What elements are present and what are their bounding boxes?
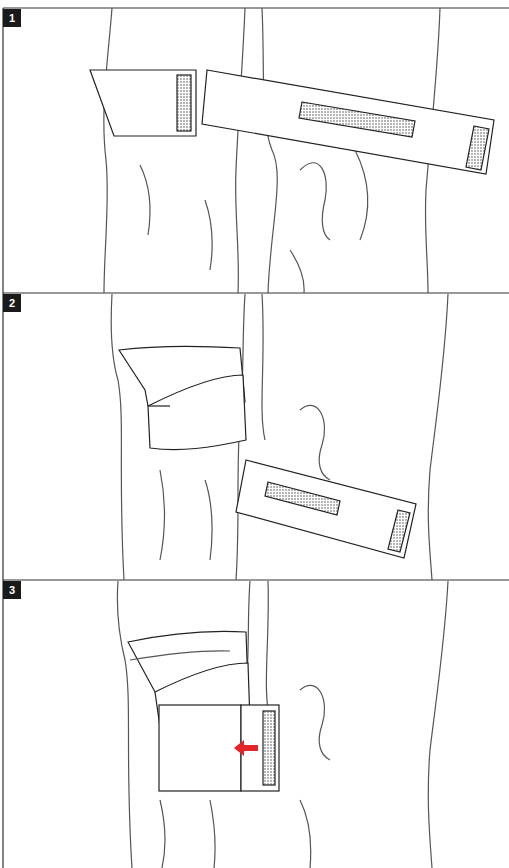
leg-outline xyxy=(262,294,265,440)
leg-outline xyxy=(111,294,124,580)
knee-line xyxy=(140,165,150,235)
leg-outline xyxy=(104,8,112,293)
frame-line xyxy=(3,579,509,580)
velcro-patch xyxy=(466,126,489,170)
knee-line xyxy=(300,800,311,868)
leg-outline xyxy=(428,581,448,868)
knee-line xyxy=(300,405,330,480)
wrap-edge xyxy=(130,651,230,660)
panel-one xyxy=(90,8,494,293)
leg-outline xyxy=(117,581,132,868)
knee-line xyxy=(205,200,212,270)
knee-line xyxy=(355,150,368,240)
strap xyxy=(90,70,196,136)
strap xyxy=(159,705,241,791)
knee-line xyxy=(300,163,330,240)
wrap-layer xyxy=(148,375,246,450)
frame-line xyxy=(3,7,509,8)
step-number: 1 xyxy=(3,9,21,27)
leg-outline xyxy=(266,581,270,720)
knee-line xyxy=(160,470,165,560)
strap xyxy=(236,460,416,558)
leg-outline xyxy=(236,8,245,293)
panel-two xyxy=(111,294,448,580)
step-number: 3 xyxy=(3,581,21,599)
knee-line xyxy=(205,480,212,560)
step-number: 2 xyxy=(3,294,21,312)
velcro-patch xyxy=(263,711,275,785)
frame-line xyxy=(3,292,509,293)
direction-arrow xyxy=(234,740,258,756)
knee-line xyxy=(210,800,215,868)
strap xyxy=(202,70,494,174)
velcro-patch xyxy=(388,510,410,552)
velcro-patch xyxy=(177,75,191,131)
wrap-edge xyxy=(148,405,170,406)
velcro-patch xyxy=(299,102,415,137)
leg-outline xyxy=(428,294,448,580)
panel-three xyxy=(117,581,448,868)
knee-line xyxy=(160,800,165,868)
frame-line xyxy=(2,8,3,868)
leg-outline xyxy=(262,8,277,293)
velcro-patch xyxy=(265,482,340,515)
knee-line xyxy=(300,685,330,760)
knee-line xyxy=(290,250,304,293)
